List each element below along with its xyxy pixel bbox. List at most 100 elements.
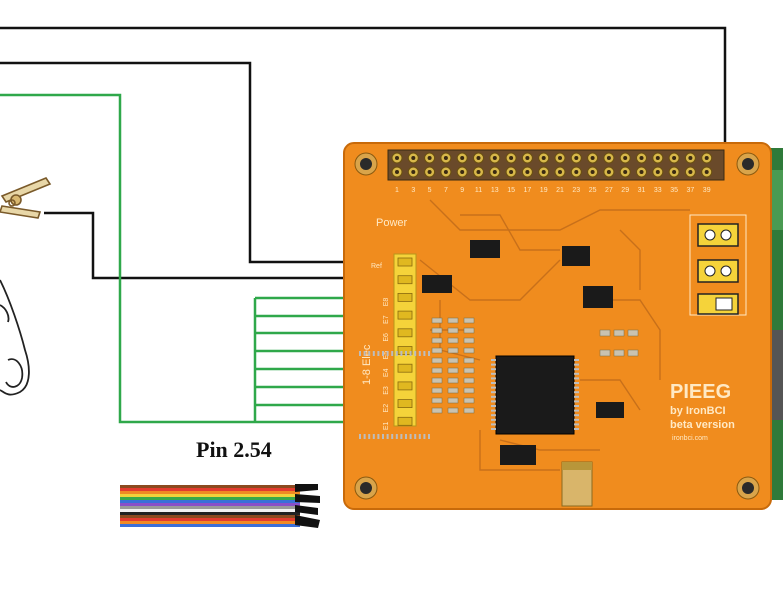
ic-leg [363,351,366,356]
jumpers [689,214,747,316]
smd-resistor [463,347,475,354]
header-pin-number: 15 [507,187,515,194]
smd-resistor [447,357,459,364]
gpio-pin-hole [460,156,465,160]
ear-clip-electrode-icon [0,177,52,219]
smd-capacitor [613,329,625,337]
smd-resistor [447,397,459,404]
ic-leg [491,363,496,366]
gpio-pin-hole [606,170,611,174]
gpio-pin-hole [509,170,514,174]
ic-leg [491,391,496,394]
chips [359,240,624,507]
electrode-pin[interactable] [397,328,413,338]
electrode-pin[interactable] [397,363,413,373]
gpio-pin-hole [525,156,530,160]
gpio-pin-hole [558,156,562,160]
smd-resistor [463,357,475,364]
electrode-pin[interactable] [397,381,413,391]
smd-resistor [431,337,443,344]
adc-chip [495,355,575,435]
ic-leg [386,351,389,356]
header-pin-number: 13 [491,187,499,194]
electrodes-label: 1-8 Elec [361,344,373,385]
gpio-pin-hole [411,170,416,174]
electrode-pin[interactable] [397,416,413,426]
smd-resistor [463,407,475,414]
channel-label: E5 [383,351,390,360]
electrode-pin[interactable] [397,310,413,320]
header-pin-number: 19 [540,187,548,194]
board-title: PIEEG [670,381,731,403]
smd-resistor [447,337,459,344]
ic-leg [400,351,403,356]
gpio-header-40pin [387,149,725,181]
channel-label: E4 [383,368,390,377]
finger-outline-icon [0,279,30,396]
ic-leg [372,351,375,356]
smd-resistor [463,377,475,384]
smd-resistor [431,387,443,394]
ic-leg [423,351,426,356]
electrode-pin[interactable] [397,292,413,302]
channel-label: E3 [383,386,390,395]
smd-resistor [447,367,459,374]
header-pin-number: 31 [638,187,646,194]
ic-leg [491,423,496,426]
ic-leg [405,434,407,439]
wire-to-finger [0,93,392,424]
smd-resistor [447,347,459,354]
gpio-pin-hole [655,156,660,160]
gpio-pin-hole [558,170,562,174]
smd-capacitor [627,329,639,337]
gpio-pin-hole [639,170,644,174]
gpio-pin-hole [411,156,416,160]
regulator-chip-4 [583,286,613,308]
regulator-chip-3 [422,275,452,293]
electrode-pin[interactable] [397,257,413,267]
gpio-pin-hole [704,170,709,174]
ic-leg [409,434,412,439]
rainbow-ribbon-cable-icon [120,484,320,528]
smd-resistor [447,317,459,324]
electrode-pin[interactable] [397,399,413,409]
jumper-1[interactable] [697,223,739,247]
gpio-pin-hole [443,170,448,174]
ic-leg [574,423,579,426]
ic-leg [574,386,579,389]
ic-leg [574,391,579,394]
green-wires [0,93,392,424]
ic-leg [395,351,398,356]
small-ic-1 [500,445,536,465]
gpio-pin-hole [541,156,546,160]
ic-leg [409,351,412,356]
ic-leg [491,372,496,375]
header-pin-number: 3 [411,187,415,194]
gpio-pin-hole [395,156,399,160]
ic-leg [418,434,421,439]
ic-leg [491,395,496,398]
gpio-pin-hole [476,156,481,160]
smd-resistor [431,357,443,364]
ic-leg [491,386,496,389]
header-pin-number: 27 [605,187,613,194]
jumper-3[interactable] [697,293,739,315]
ic-leg [574,368,579,371]
header-pin-number: 17 [524,187,532,194]
ic-leg [391,351,394,356]
gpio-pin-hole [509,156,514,160]
ic-leg [391,434,394,439]
smd-resistor [431,347,443,354]
jumper-2[interactable] [697,259,739,283]
ic-leg [574,418,579,421]
smd-resistor [463,367,475,374]
smd-capacitor [599,329,611,337]
smd-resistor [431,367,443,374]
regulator-chip-2 [562,246,590,266]
channel-label: E1 [383,422,390,431]
ic-leg [382,351,384,356]
electrode-pin[interactable] [397,275,413,285]
header-pin-number: 1 [395,187,399,194]
ic-leg [414,351,417,356]
ic-leg [359,434,361,439]
